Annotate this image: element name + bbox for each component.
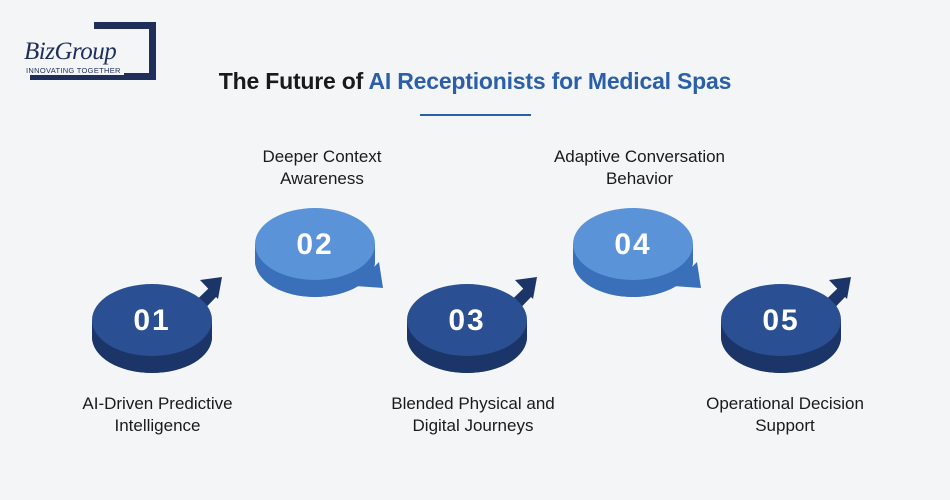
title-underline (420, 114, 531, 116)
step-3-disc: 03 (407, 277, 537, 373)
title-prefix: The Future of (218, 68, 369, 94)
step-3-disc-top (407, 284, 527, 356)
logo-frame-bottom (30, 73, 156, 80)
step-4-number: 04 (614, 228, 651, 261)
step-4-disc-top (573, 208, 693, 280)
step-1-number: 01 (133, 304, 170, 337)
step-3-number: 03 (448, 304, 485, 337)
step-4-disc: 04 (573, 208, 701, 297)
step-2-disc: 02 (255, 208, 383, 297)
step-1-disc: 01 (92, 277, 222, 373)
step-2-disc-top (255, 208, 375, 280)
step-5-disc: 05 (721, 277, 851, 373)
title-highlight: AI Receptionists for Medical Spas (368, 68, 732, 94)
logo-wordmark: BizGroup (24, 38, 117, 65)
step-5-disc-top (721, 284, 841, 356)
step-1-disc-top (92, 284, 212, 356)
step-1-arrow-head (200, 277, 222, 299)
step-5-number: 05 (762, 304, 799, 337)
step-2-number: 02 (296, 228, 333, 261)
logo-tagline: INNOVATING TOGETHER (26, 66, 124, 75)
bizgroup-logo: BizGroup INNOVATING TOGETHER (22, 22, 162, 84)
step-3-arrow-head (515, 277, 537, 299)
step-5-arrow-head (829, 277, 851, 299)
page-title: The Future of AI Receptionists for Medic… (0, 68, 950, 95)
